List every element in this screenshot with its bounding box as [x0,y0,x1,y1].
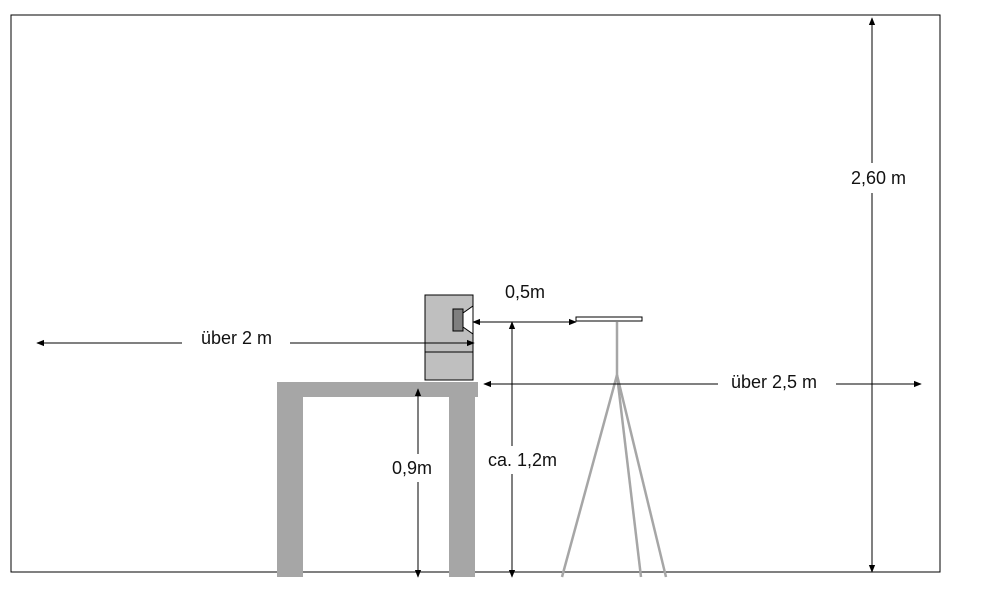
table-height-label: 0,9m [392,458,432,478]
speaker-cone [462,305,474,335]
dimension-lines [36,17,922,578]
speaker [424,294,474,381]
room-outline [10,14,941,573]
speaker-to-mic-label: 0,5m [505,282,545,302]
distance-right-label: über 2,5 m [731,372,817,392]
table-leg-right [449,382,475,577]
table [277,382,478,577]
room-height-label: 2,60 m [851,168,906,188]
speaker-height-label: ca. 1,2m [488,450,557,470]
microphone-bar [575,316,643,322]
tripod-leg-middle [615,374,643,578]
microphone-tripod [560,316,668,578]
distance-left-label: über 2 m [201,328,272,348]
tripod-leg-right [615,374,668,578]
speaker-cabinet [424,294,474,381]
table-leg-left [277,382,303,577]
tripod-leg-left [560,374,619,578]
speaker-driver [452,308,464,332]
table-top [277,382,478,397]
